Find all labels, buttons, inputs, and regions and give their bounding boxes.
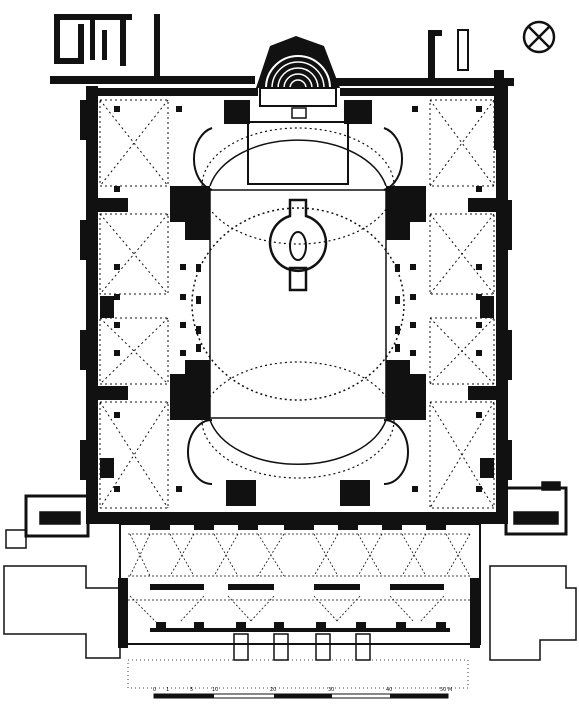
north-arrow-icon: [522, 20, 556, 54]
scale-tick-label: 30: [328, 687, 334, 693]
apse: [256, 36, 340, 119]
outer-walls: [80, 86, 512, 524]
aisle-vaulting: [99, 99, 495, 509]
scale-tick-label: 5: [190, 687, 193, 693]
scale-bar: 0 1 5 10 20 30 40 50 M: [153, 687, 452, 699]
side-annexes: [3, 481, 577, 661]
scale-tick-label: 0: [153, 687, 156, 693]
scale-tick-label: 20: [270, 687, 276, 693]
central-keyhole: [268, 198, 328, 292]
top-left-annex: [50, 14, 255, 84]
scale-tick-label: 50 M: [440, 687, 452, 693]
main-piers: [170, 100, 426, 506]
narthex: [118, 520, 481, 689]
columns: [114, 106, 482, 492]
scale-tick-label: 1: [166, 687, 169, 693]
aisle-cross-walls: [88, 198, 508, 478]
scale-tick-label: 40: [386, 687, 392, 693]
nave: [187, 121, 409, 485]
scale-tick-label: 10: [212, 687, 218, 693]
